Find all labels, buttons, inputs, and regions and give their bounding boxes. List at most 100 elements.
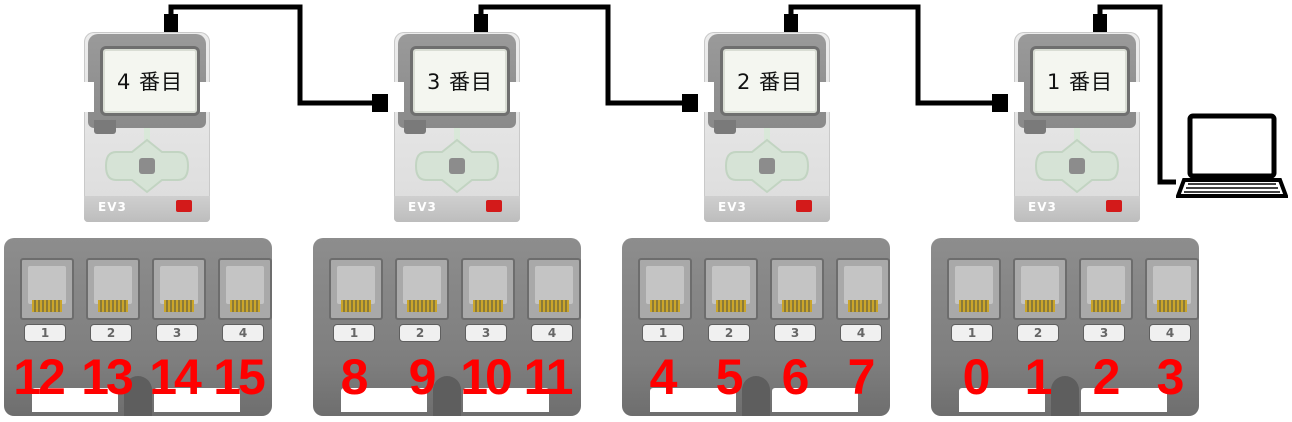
ev3-brand-label: EV3	[1028, 200, 1057, 214]
port-number-tab: 3	[465, 324, 507, 342]
port-jack	[329, 258, 383, 320]
ev3-brand-label: EV3	[408, 200, 437, 214]
sensor-index-number: 4	[649, 349, 678, 405]
port-number-tab: 1	[642, 324, 684, 342]
port-jack	[86, 258, 140, 320]
cable-1-pc	[1097, 4, 1176, 185]
connector-pins	[650, 300, 680, 312]
port-jack	[20, 258, 74, 320]
button-pad-icon	[104, 138, 190, 194]
port-jack	[1013, 258, 1067, 320]
button-pad-icon	[1034, 138, 1120, 194]
sensor-index-number: 9	[408, 349, 437, 405]
button-pad-icon	[414, 138, 500, 194]
port-number-tab: 1	[951, 324, 993, 342]
port-number-tab: 1	[24, 324, 66, 342]
connector-pins	[1157, 300, 1187, 312]
brick-screen-label: 2 番目	[720, 46, 820, 116]
port-jack	[704, 258, 758, 320]
port-jack	[770, 258, 824, 320]
brick-screen-label: 1 番目	[1030, 46, 1130, 116]
port-jack	[836, 258, 890, 320]
ev3-brick: 2 番目 EV3	[704, 32, 830, 222]
sensor-index-number: 8	[340, 349, 369, 405]
port-number-tab: 4	[531, 324, 573, 342]
connector-pins	[848, 300, 878, 312]
cable-3-2	[478, 4, 686, 106]
lego-logo-icon	[176, 200, 192, 212]
connector-pins	[959, 300, 989, 312]
port-jack	[1145, 258, 1199, 320]
port-number-tab: 2	[90, 324, 132, 342]
cable-plug	[992, 94, 1008, 112]
sensor-index-number: 12	[13, 349, 66, 405]
port-jack	[638, 258, 692, 320]
connector-pins	[407, 300, 437, 312]
sensor-index-number: 11	[523, 349, 574, 405]
lego-logo-icon	[1106, 200, 1122, 212]
cable-plug	[372, 94, 388, 112]
port-number-tab: 3	[774, 324, 816, 342]
port-jack	[218, 258, 272, 320]
ev3-brick: 4 番目 EV3	[84, 32, 210, 222]
port-number-tab: 2	[708, 324, 750, 342]
laptop-icon	[1176, 113, 1288, 198]
cable-plug	[474, 14, 488, 34]
connector-pins	[32, 300, 62, 312]
cable-plug	[164, 14, 178, 34]
port-number-tab: 1	[333, 324, 375, 342]
brick-screen-label: 3 番目	[410, 46, 510, 116]
port-jack	[527, 258, 581, 320]
port-number-tab: 3	[1083, 324, 1125, 342]
port-number-tab: 4	[840, 324, 882, 342]
sensor-index-number: 10	[460, 349, 513, 405]
sensor-index-number: 7	[847, 349, 876, 405]
connector-pins	[98, 300, 128, 312]
button-pad-icon	[724, 138, 810, 194]
sensor-index-number: 1	[1024, 349, 1053, 405]
sensor-index-number: 13	[81, 349, 134, 405]
sensor-index-number: 15	[213, 349, 266, 405]
port-jack	[395, 258, 449, 320]
port-jack	[947, 258, 1001, 320]
sensor-index-number: 2	[1092, 349, 1121, 405]
cable-2-1	[788, 4, 996, 106]
connector-pins	[716, 300, 746, 312]
ev3-brand-label: EV3	[98, 200, 127, 214]
ev3-brand-label: EV3	[718, 200, 747, 214]
cable-plug	[682, 94, 698, 112]
connector-pins	[164, 300, 194, 312]
connector-pins	[1025, 300, 1055, 312]
sensor-index-number: 6	[781, 349, 810, 405]
connector-pins	[341, 300, 371, 312]
port-number-tab: 3	[156, 324, 198, 342]
connector-pins	[230, 300, 260, 312]
port-number-tab: 2	[399, 324, 441, 342]
connector-pins	[473, 300, 503, 312]
port-jack	[152, 258, 206, 320]
ev3-brick: 1 番目 EV3	[1014, 32, 1140, 222]
port-jack	[461, 258, 515, 320]
connector-pins	[1091, 300, 1121, 312]
cable-plug	[1093, 14, 1107, 34]
connector-pins	[539, 300, 569, 312]
ev3-brick: 3 番目 EV3	[394, 32, 520, 222]
connector-pins	[782, 300, 812, 312]
port-number-tab: 4	[1149, 324, 1191, 342]
brick-screen-label: 4 番目	[100, 46, 200, 116]
lego-logo-icon	[796, 200, 812, 212]
sensor-index-number: 5	[715, 349, 744, 405]
cable-4-3	[168, 4, 376, 106]
sensor-index-number: 14	[149, 349, 202, 405]
sensor-index-number: 3	[1156, 349, 1185, 405]
sensor-index-number: 0	[962, 349, 991, 405]
cable-plug	[784, 14, 798, 34]
lego-logo-icon	[486, 200, 502, 212]
port-number-tab: 4	[222, 324, 264, 342]
